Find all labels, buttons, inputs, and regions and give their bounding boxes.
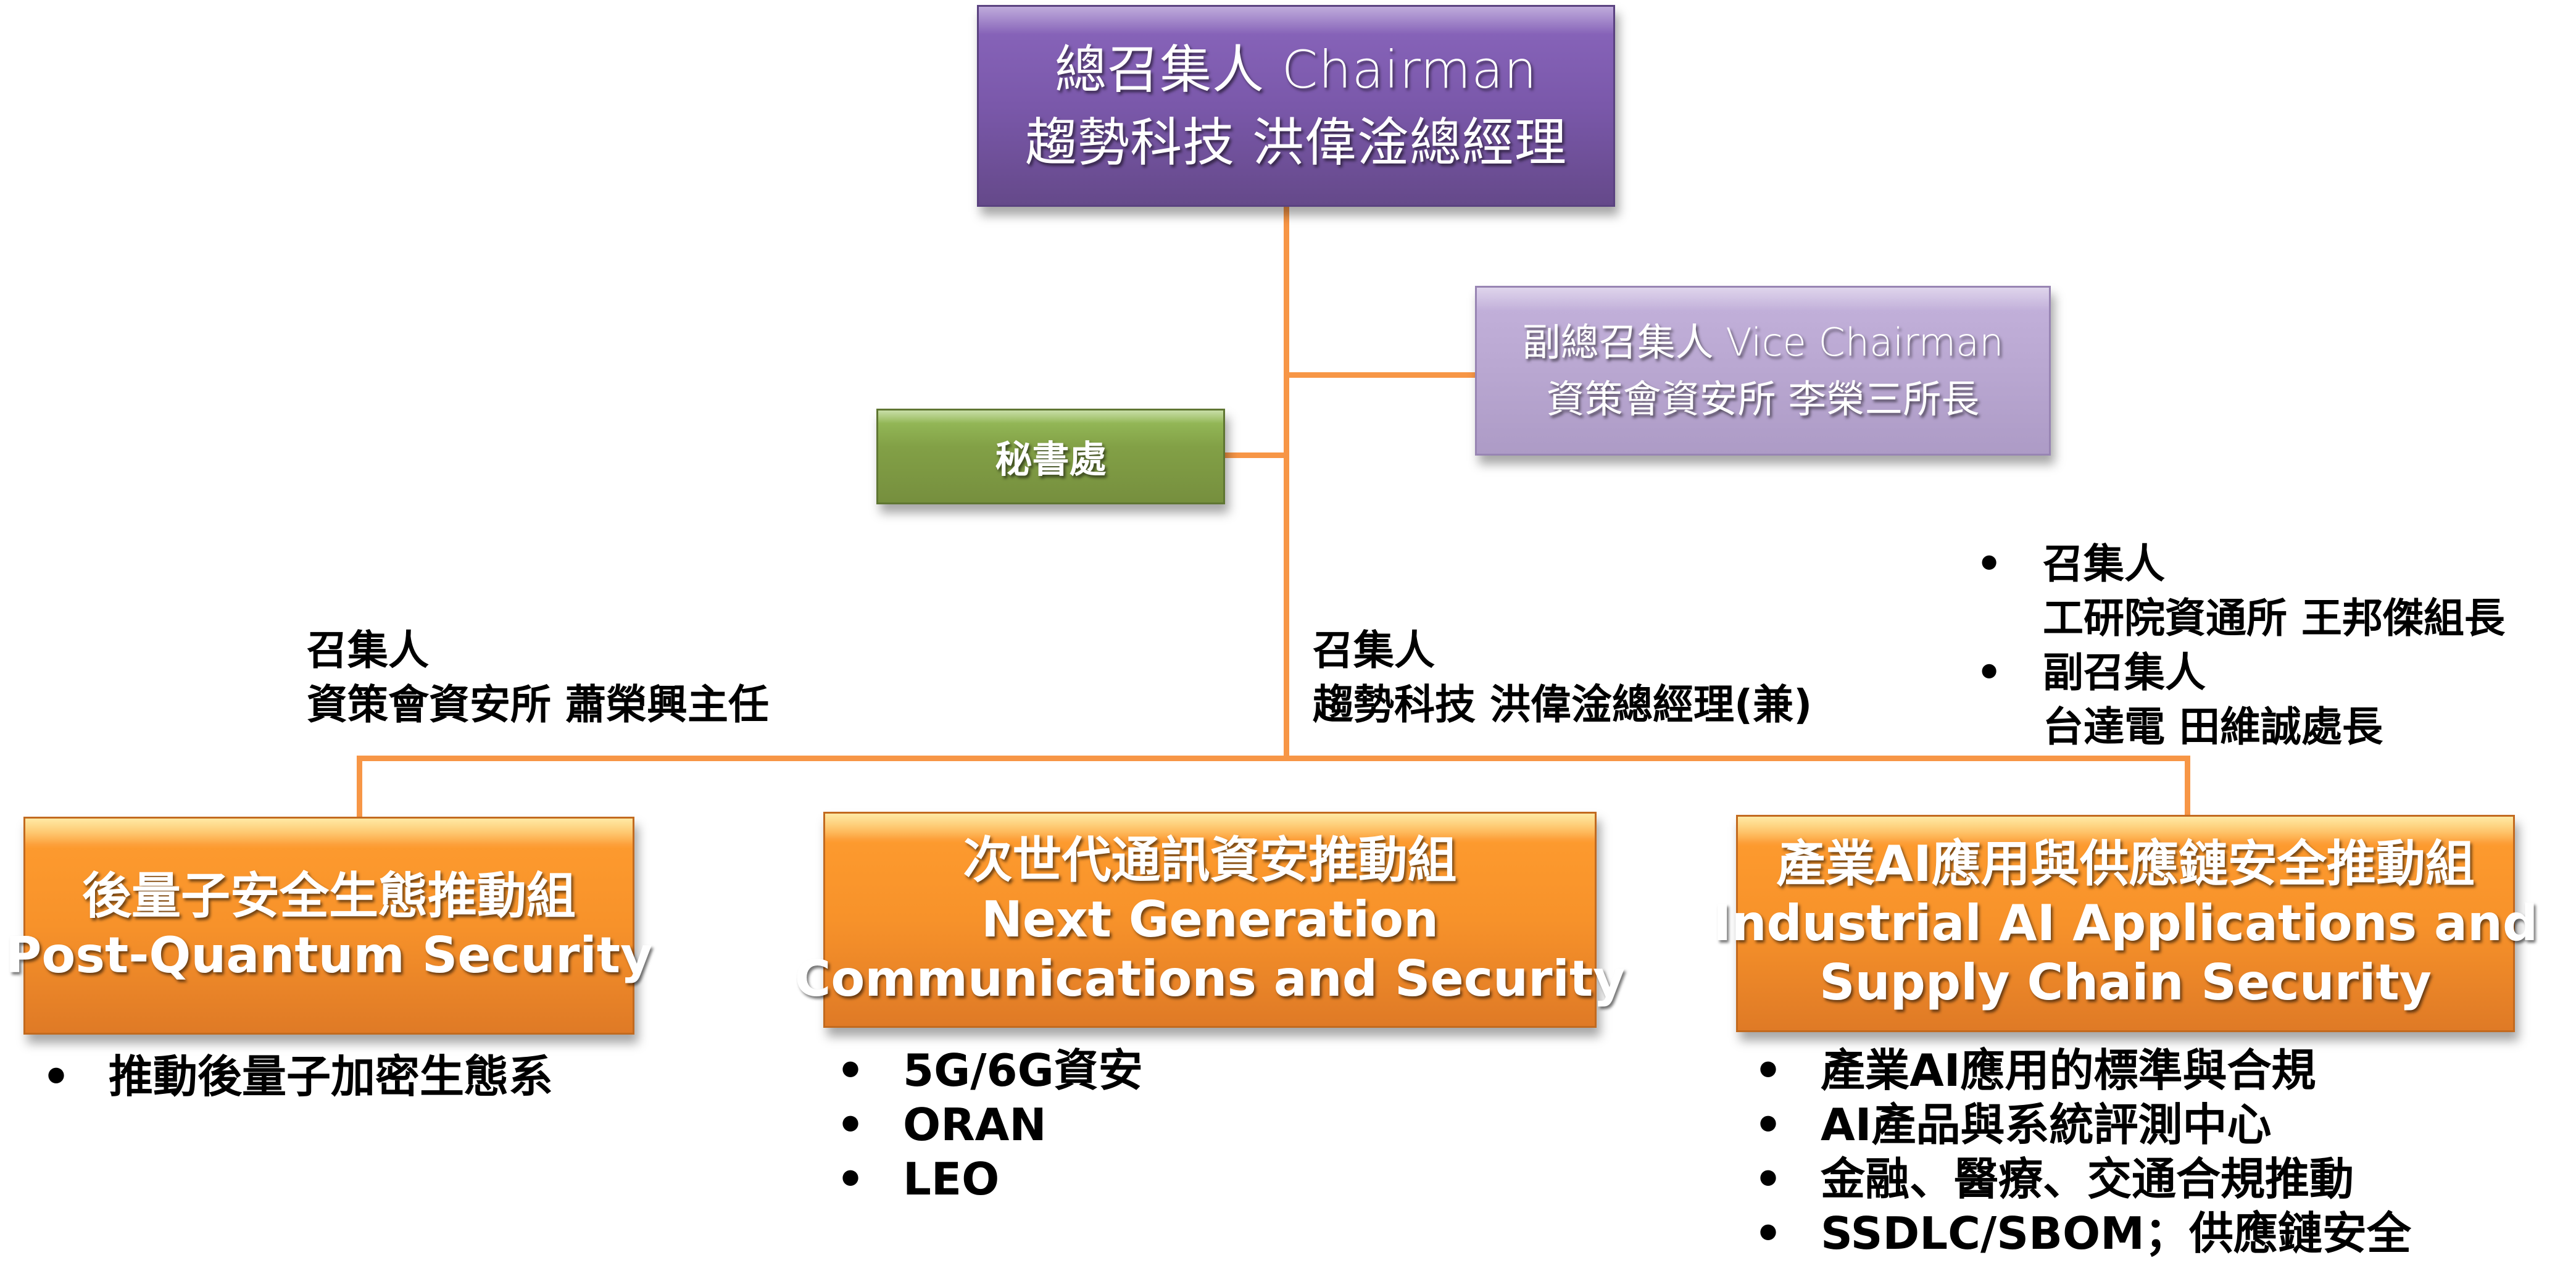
convenor-name: 工研院資通所 王邦傑組長: [2043, 594, 2505, 642]
convenor-note-pq: 召集人 資策會資安所 蕭榮興主任: [307, 623, 769, 732]
deputy-convenor-name: 台達電 田維誠處長: [2043, 703, 2383, 751]
connector-group-bus: [357, 756, 2190, 761]
connector-chairman-trunk: [1284, 207, 1289, 761]
vice-chairman-box: 副總召集人 Vice Chairman 資策會資安所 李榮三所長: [1475, 286, 2051, 456]
group-title-zh: 次世代通訊資安推動組: [963, 832, 1457, 889]
convenor-entry: • 副召集人 台達電 田維誠處長: [1976, 646, 2505, 754]
group-title-en: Industrial AI Applications and: [1713, 894, 2538, 952]
list-item: 推動後量子加密生態系: [42, 1049, 553, 1104]
group-title-zh: 後量子安全生態推動組: [82, 867, 576, 925]
group-box-post-quantum: 後量子安全生態推動組 Post-Quantum Security: [6, 817, 652, 1035]
bullet-icon: •: [1976, 540, 2003, 588]
convenor-name: 趨勢科技 洪偉淦總經理(兼): [1313, 681, 1813, 728]
connector-group-pq: [357, 758, 362, 818]
group-title-zh: 產業AI應用與供應鏈安全推動組: [1776, 835, 2475, 893]
group-items-next-gen-comms: 5G/6G資安 ORAN LEO: [836, 1043, 1143, 1206]
secretariat-box: 秘書處: [876, 409, 1225, 504]
chairman-box: 總召集人 Chairman 趨勢科技 洪偉淦總經理: [977, 5, 1615, 207]
convenor-label: 召集人: [2043, 540, 2165, 588]
chairman-title: 總召集人 Chairman: [1054, 39, 1537, 100]
list-item: ORAN: [836, 1098, 1143, 1152]
deputy-convenor-label: 副召集人: [2043, 649, 2206, 696]
group-box-next-gen-comms: 次世代通訊資安推動組 Next Generation Communication…: [795, 812, 1625, 1028]
group-title-en: Next Generation: [981, 891, 1439, 948]
bullet-icon: •: [1976, 649, 2003, 696]
group-box-industrial-ai: 產業AI應用與供應鏈安全推動組 Industrial AI Applicatio…: [1713, 815, 2538, 1032]
group-items-post-quantum: 推動後量子加密生態系: [42, 1049, 553, 1104]
vice-chairman-name: 資策會資安所 李榮三所長: [1546, 376, 1980, 422]
group-title-en: Post-Quantum Security: [5, 926, 653, 984]
list-item: 產業AI應用的標準與合規: [1754, 1043, 2411, 1098]
list-item: 金融、醫療、交通合規推動: [1754, 1152, 2411, 1206]
vice-chairman-title: 副總召集人 Vice Chairman: [1522, 319, 2004, 365]
convenor-note-ng: 召集人 趨勢科技 洪偉淦總經理(兼): [1313, 623, 1812, 732]
secretariat-label: 秘書處: [995, 438, 1107, 482]
group-title-en: Communications and Security: [794, 950, 1626, 1007]
connector-group-ai: [2185, 758, 2190, 816]
chairman-name: 趨勢科技 洪偉淦總經理: [1025, 112, 1567, 173]
convenor-name: 資策會資安所 蕭榮興主任: [307, 681, 769, 728]
list-item: SSDLC/SBOM；供應鏈安全: [1754, 1206, 2411, 1261]
convenor-label: 召集人: [1313, 627, 1435, 674]
connector-secretariat: [1225, 452, 1284, 458]
group-items-industrial-ai: 產業AI應用的標準與合規 AI產品與系統評測中心 金融、醫療、交通合規推動 SS…: [1754, 1043, 2411, 1261]
convenor-label: 召集人: [307, 627, 429, 674]
list-item: 5G/6G資安: [836, 1043, 1143, 1098]
convenor-entry: • 召集人 工研院資通所 王邦傑組長: [1976, 537, 2505, 646]
convenor-note-ai: • 召集人 工研院資通所 王邦傑組長 • 副召集人 台達電 田維誠處長: [1976, 537, 2505, 754]
list-item: LEO: [836, 1152, 1143, 1206]
list-item: AI產品與系統評測中心: [1754, 1098, 2411, 1152]
group-title-en: Supply Chain Security: [1819, 954, 2432, 1011]
connector-vice-chairman: [1289, 372, 1475, 378]
